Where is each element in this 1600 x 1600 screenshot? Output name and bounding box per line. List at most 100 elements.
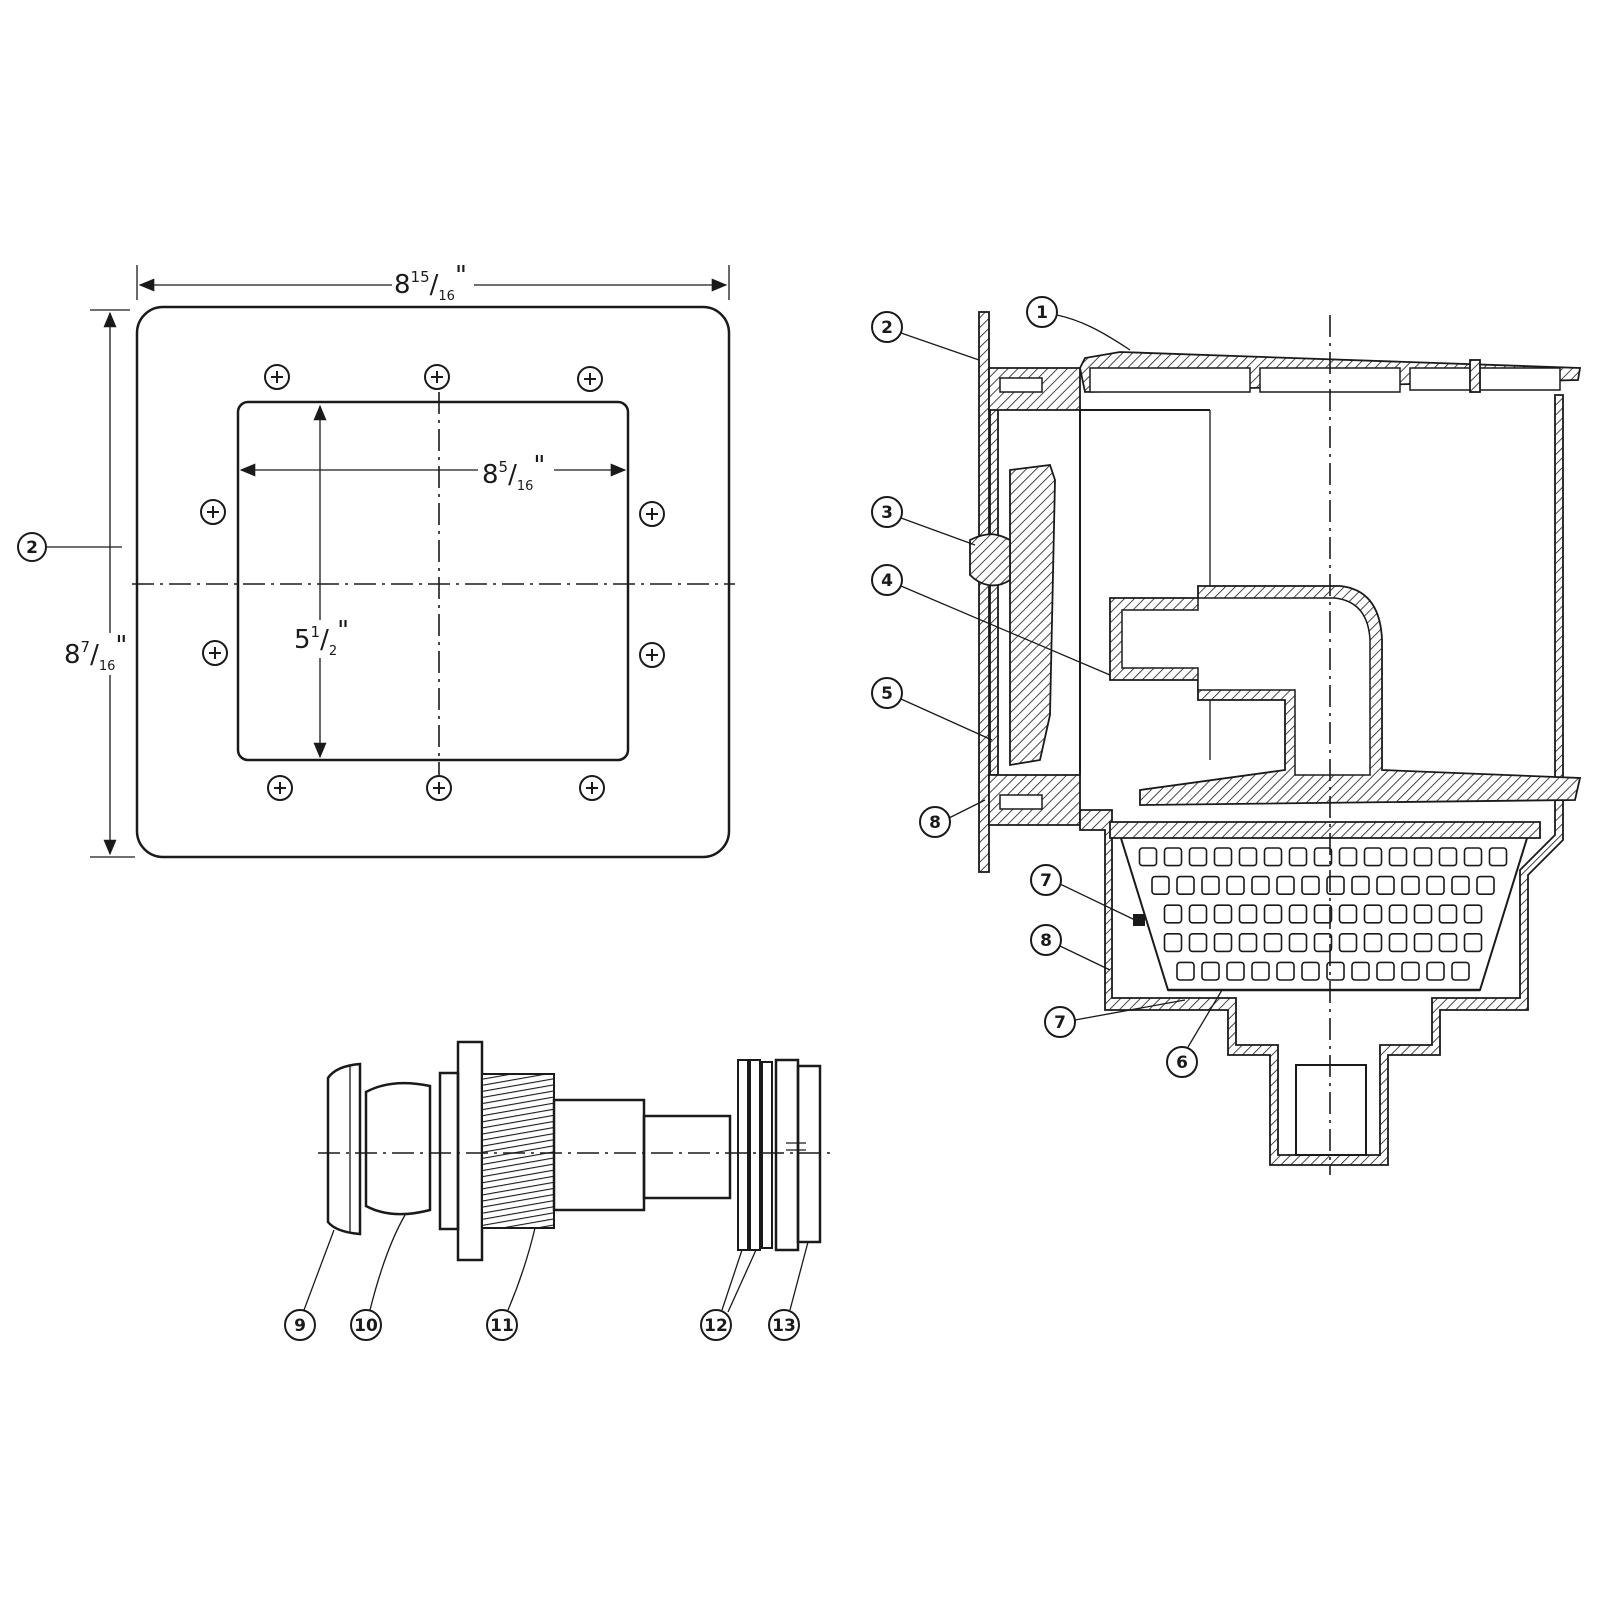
basket-perforation [1313, 932, 1333, 953]
plus-screw-icon [267, 775, 293, 801]
plus-screw-icon [577, 366, 603, 392]
basket-perforation [1313, 904, 1333, 924]
section-callouts: 1 2 3 4 5 [871, 296, 1223, 1078]
basket-perforation [1426, 875, 1445, 895]
svg-text:11: 11 [490, 1316, 514, 1336]
basket-perforation [1338, 904, 1358, 924]
basket-perforation [1213, 932, 1233, 953]
basket-perforation [1388, 932, 1408, 953]
screw-holes [200, 364, 665, 801]
face-gasket [989, 404, 999, 776]
fitting-callout-12: 12 [700, 1249, 757, 1341]
basket-perforation [1376, 875, 1395, 895]
plus-screw-icon [426, 775, 452, 801]
fitting-callout-11: 11 [486, 1227, 536, 1341]
section-callout-3: 3 [871, 496, 976, 546]
basket-perforation [1438, 904, 1458, 924]
section-callout-5: 5 [871, 677, 993, 741]
svg-text:12: 12 [704, 1316, 728, 1336]
basket-perforation [1188, 847, 1208, 867]
section-callout-6: 6 [1166, 989, 1223, 1078]
overall-width-label: 815/16" [394, 261, 467, 304]
part-12-gasket [737, 1059, 749, 1251]
basket-perforation [1363, 932, 1383, 953]
basket-perforation [1351, 875, 1370, 895]
basket-perforation [1226, 875, 1245, 895]
basket-perforation [1213, 847, 1233, 867]
plus-screw-icon [579, 775, 605, 801]
basket-perforation [1388, 904, 1408, 924]
section-callout-8-lower: 8 [1030, 924, 1111, 971]
basket-perforation [1326, 875, 1345, 895]
basket-perforation [1451, 961, 1470, 981]
strainer-basket [1109, 821, 1541, 992]
overall-height-label: 87/16" [64, 631, 127, 674]
basket-perforation [1363, 904, 1383, 924]
svg-text:1: 1 [1036, 303, 1048, 323]
basket-perforation [1401, 961, 1420, 981]
front-callout-2: 2 [17, 532, 122, 562]
basket-perforation [1201, 875, 1220, 895]
basket-perforation [1238, 904, 1258, 924]
svg-text:5: 5 [881, 684, 893, 704]
basket-perforation [1326, 961, 1345, 981]
part-11-threaded-body [481, 1073, 555, 1229]
basket-perforation [1176, 875, 1195, 895]
basket-perforation [1188, 904, 1208, 924]
section-callout-7-upper: 7 [1030, 864, 1145, 926]
plus-screw-icon [200, 499, 226, 525]
weir-door [1009, 464, 1056, 767]
svg-text:8: 8 [929, 813, 941, 833]
part-13-locknut [774, 1058, 800, 1252]
basket-perforation [1463, 932, 1483, 953]
basket-perforation [1463, 847, 1483, 867]
fitting-callout-9: 9 [284, 1229, 335, 1341]
plus-screw-icon [639, 642, 665, 668]
basket-perforation [1288, 904, 1308, 924]
basket-perforation [1163, 847, 1183, 867]
svg-text:10: 10 [354, 1316, 378, 1336]
fitting-view-exploded: 9 10 11 12 13 [284, 1040, 835, 1341]
svg-text:6: 6 [1176, 1053, 1188, 1073]
skimmer-outer-wall [1079, 394, 1564, 1166]
basket-perforation [1263, 932, 1283, 953]
basket-perforation [1338, 847, 1358, 867]
basket-perforation [1276, 875, 1295, 895]
basket-perforation [1338, 932, 1358, 953]
basket-perforation [1463, 904, 1483, 924]
basket-perforation [1313, 847, 1333, 867]
basket-perforation [1138, 847, 1158, 867]
part-10-eyeball [364, 1081, 432, 1216]
svg-text:2: 2 [881, 318, 893, 338]
faceplate-outline [135, 305, 731, 859]
basket-perforation [1301, 961, 1320, 981]
basket-perforation [1163, 904, 1183, 924]
svg-text:8: 8 [1040, 931, 1052, 951]
section-callout-8-upper: 8 [919, 799, 986, 838]
basket-perforation [1301, 875, 1320, 895]
section-callout-2: 2 [871, 311, 980, 361]
basket-perforation [1401, 875, 1420, 895]
basket-perforation [1288, 932, 1308, 953]
svg-text:3: 3 [881, 503, 893, 523]
basket-perforation [1263, 847, 1283, 867]
svg-text:7: 7 [1040, 871, 1052, 891]
fitting-callouts: 9 10 11 12 13 [284, 1214, 809, 1341]
basket-perforation [1288, 847, 1308, 867]
basket-perforation [1251, 875, 1270, 895]
basket-perforation [1426, 961, 1445, 981]
basket-perforation [1188, 932, 1208, 953]
opening-height-label: 51/2" [294, 616, 349, 659]
basket-perforation [1376, 961, 1395, 981]
svg-text:13: 13 [772, 1316, 796, 1336]
front-view-faceplate: 815/16" 87/16" 85/16" 51/2" 2 [17, 261, 735, 859]
section-callout-1: 1 [1026, 296, 1131, 351]
basket-perforation [1388, 847, 1408, 867]
faceplate-opening [236, 400, 630, 762]
fitting-callout-13: 13 [768, 1241, 809, 1341]
plus-screw-icon [639, 501, 665, 527]
basket-perforation [1413, 932, 1433, 953]
basket-perforation [1363, 847, 1383, 867]
basket-perforation [1488, 847, 1508, 867]
